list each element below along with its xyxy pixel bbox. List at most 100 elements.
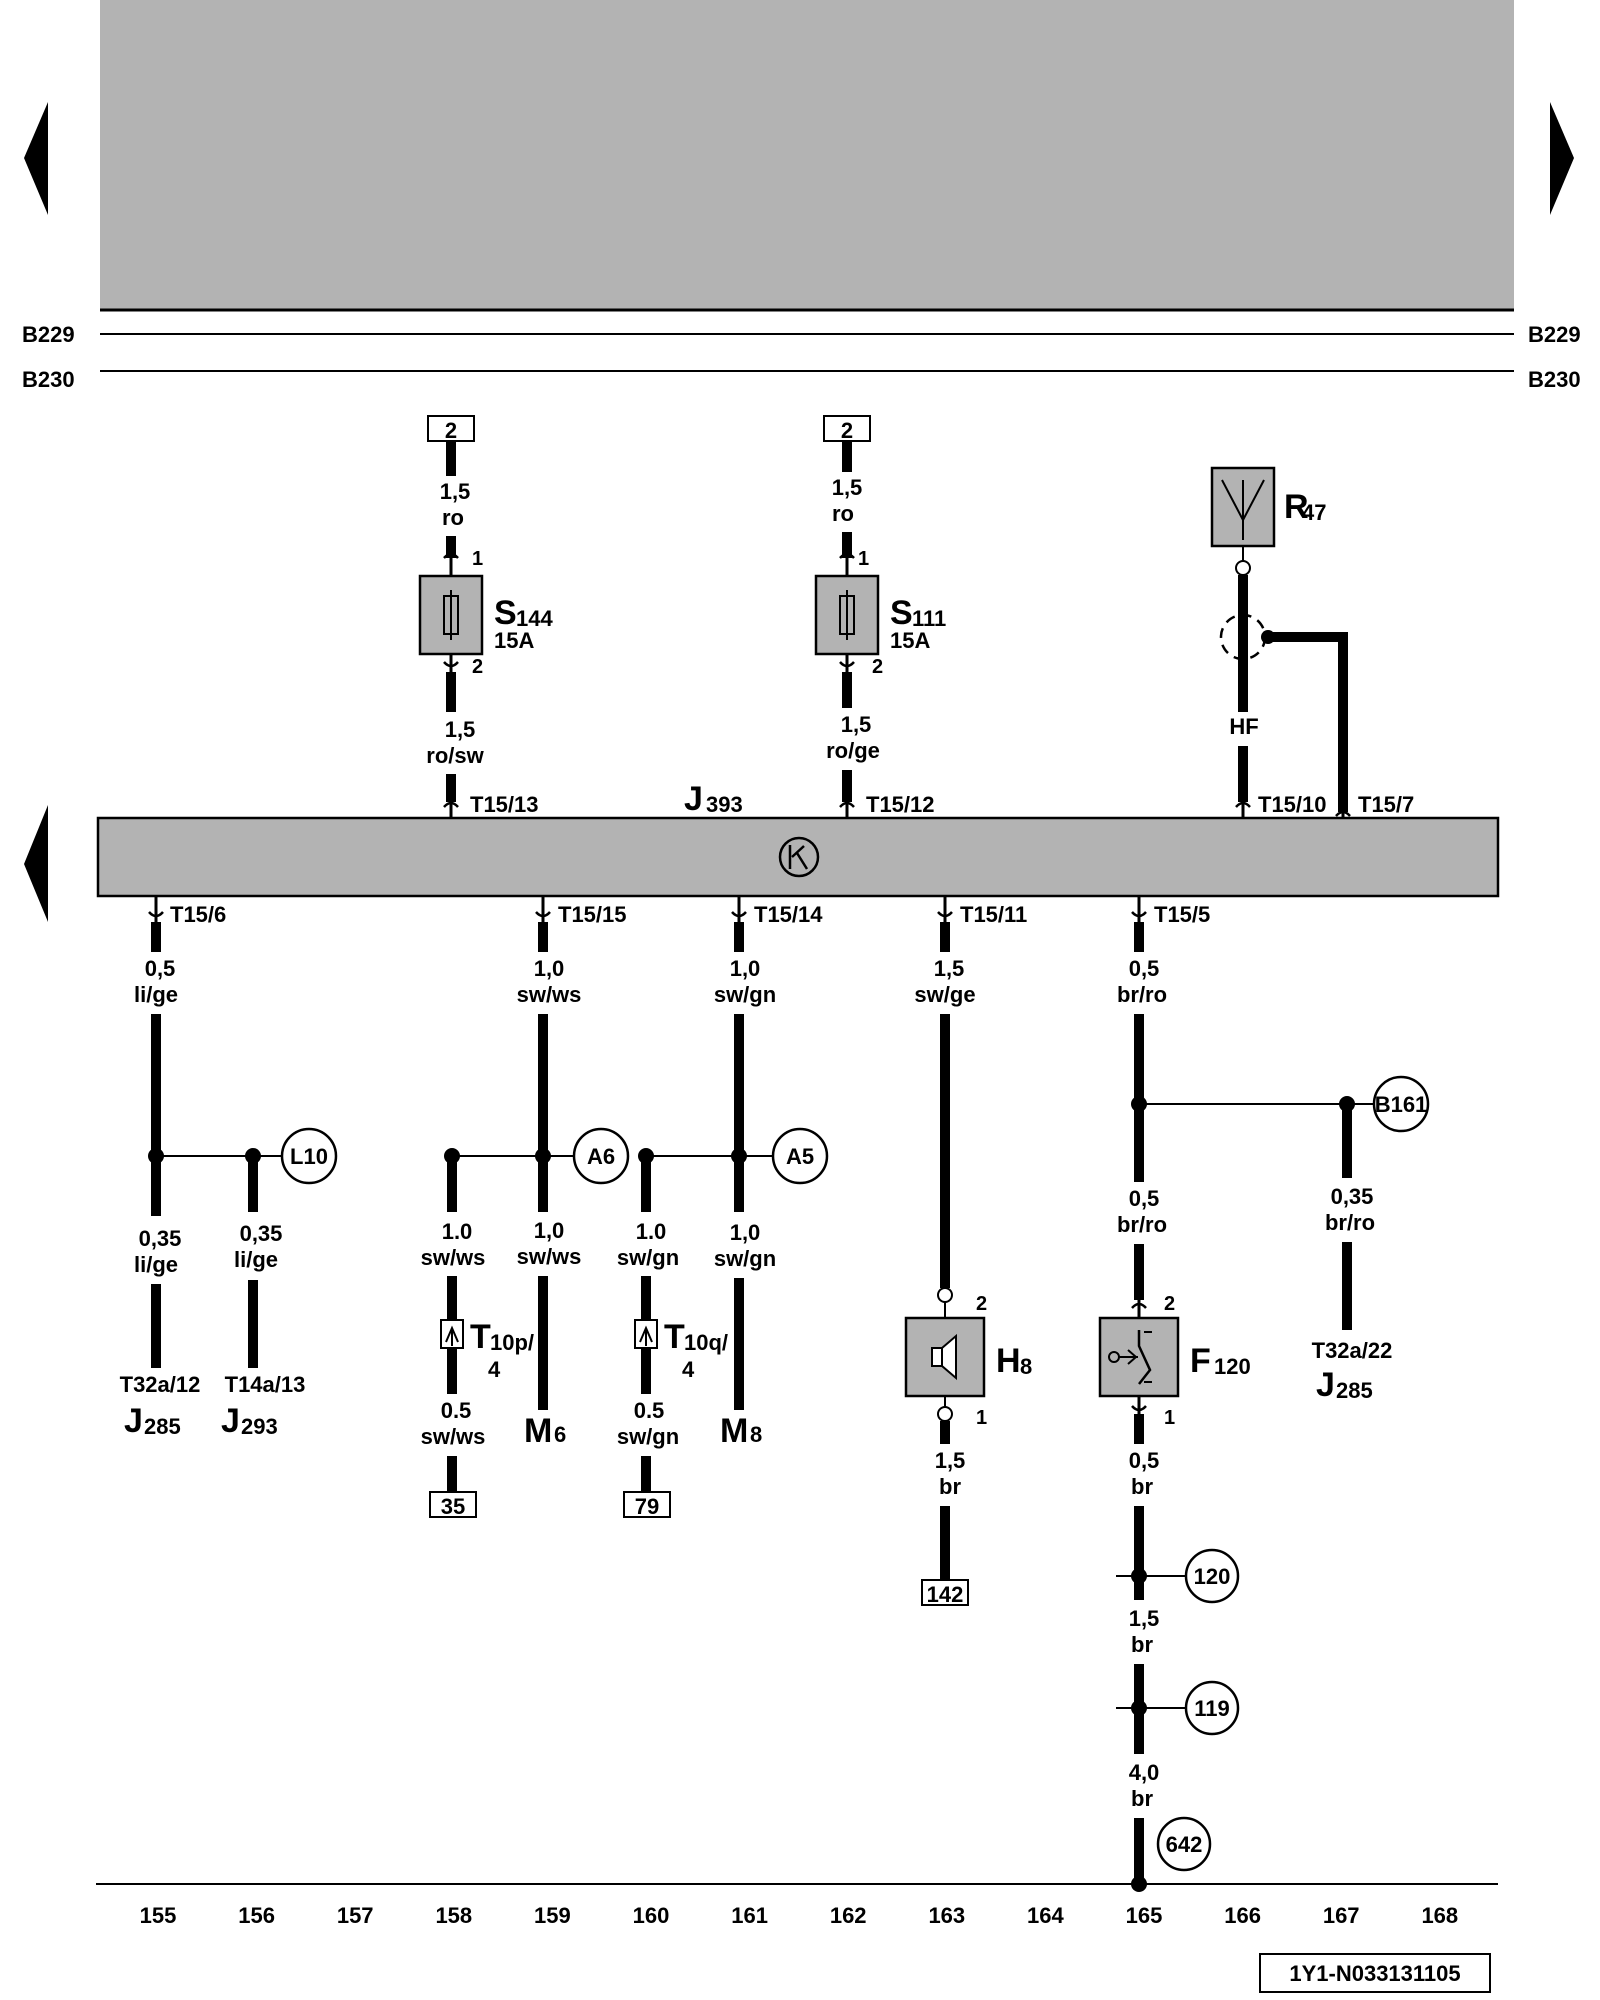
svg-text:1,0: 1,0 xyxy=(730,956,761,981)
pin-t15-13: T15/13 xyxy=(470,792,539,817)
column-number: 168 xyxy=(1421,1903,1458,1928)
ref-box-79: 79 xyxy=(635,1494,659,1519)
target-m6: M xyxy=(524,1412,552,1450)
rail-label-b230-right: B230 xyxy=(1528,367,1581,392)
ref-box-2-s111: 2 xyxy=(841,418,853,443)
svg-text:8: 8 xyxy=(1020,1354,1032,1379)
conn-b161: B161 xyxy=(1375,1092,1428,1117)
svg-text:1,5: 1,5 xyxy=(934,956,965,981)
pin-t15-10: T15/10 xyxy=(1258,792,1327,817)
svg-text:6: 6 xyxy=(554,1422,566,1447)
svg-text:1: 1 xyxy=(472,548,483,570)
pin-t15-6: T15/6 xyxy=(170,902,226,927)
svg-text:285: 285 xyxy=(1336,1378,1373,1403)
column-number: 164 xyxy=(1027,1903,1064,1928)
speaker-icon xyxy=(931,1333,957,1381)
fuse-s111-circuit: 2 1,5 ro 1 2 S 111 15A 1,5 ro/ge T15/12 xyxy=(814,415,946,818)
connector-t10q: T xyxy=(664,1318,685,1356)
nav-right-arrow-top[interactable] xyxy=(1550,102,1574,215)
svg-text:ro/ge: ro/ge xyxy=(826,738,880,763)
svg-text:15A: 15A xyxy=(494,628,534,653)
antenna-r47-circuit: R 47 HF T15/10 T15/7 xyxy=(1210,466,1414,818)
svg-text:1,5: 1,5 xyxy=(1129,1606,1160,1631)
pin-t15-7: T15/7 xyxy=(1358,792,1414,817)
svg-text:0.5: 0.5 xyxy=(441,1398,472,1423)
fuse-s111-name: S xyxy=(890,594,913,632)
svg-text:br: br xyxy=(1131,1786,1153,1811)
svg-text:0,5: 0,5 xyxy=(1129,1448,1160,1473)
svg-text:0,35: 0,35 xyxy=(240,1221,283,1246)
circuit-160-161: 1,0 sw/gn A5 1.0 sw/gn T 10q/ 4 0.5 sw/g… xyxy=(617,922,829,1519)
circuit-155-156: 0,5 li/ge L10 0,35 li/ge 0,35 li/ge T32a… xyxy=(120,922,338,1440)
nav-left-arrow-mid[interactable] xyxy=(24,805,48,922)
svg-text:T32a/22: T32a/22 xyxy=(1312,1338,1393,1363)
svg-text:ro: ro xyxy=(442,505,464,530)
svg-text:2: 2 xyxy=(1164,1293,1175,1315)
svg-text:1,5: 1,5 xyxy=(935,1448,966,1473)
fuse-s144-name: S xyxy=(494,594,517,632)
pin-t15-5: T15/5 xyxy=(1154,902,1210,927)
column-number: 167 xyxy=(1323,1903,1360,1928)
nav-left-arrow-top[interactable] xyxy=(24,102,48,215)
column-number: 157 xyxy=(337,1903,374,1928)
fuse-s144-circuit: 2 1,5 ro 1 2 S 144 15A 1,5 ro/sw T15/13 xyxy=(418,415,553,818)
pin-t15-11: T15/11 xyxy=(960,902,1027,927)
target-j285-right: J xyxy=(1316,1366,1335,1404)
svg-text:1,5: 1,5 xyxy=(832,475,863,500)
svg-text:10p/: 10p/ xyxy=(490,1330,534,1355)
svg-text:393: 393 xyxy=(706,792,743,817)
column-number: 163 xyxy=(928,1903,965,1928)
conn-a6: A6 xyxy=(587,1144,615,1169)
target-j285-left: J xyxy=(124,1402,143,1440)
svg-text:0,35: 0,35 xyxy=(139,1226,182,1251)
svg-text:br/ro: br/ro xyxy=(1117,1212,1167,1237)
column-number: 155 xyxy=(140,1903,177,1928)
svg-text:T14a/13: T14a/13 xyxy=(225,1372,306,1397)
pin-t15-15: T15/15 xyxy=(558,902,627,927)
bottom-pins: T15/6 T15/15 T15/14 T15/11 T15/5 xyxy=(147,896,1210,927)
svg-text:li/ge: li/ge xyxy=(234,1247,278,1272)
ref-box-35: 35 xyxy=(441,1494,465,1519)
svg-text:1,5: 1,5 xyxy=(841,712,872,737)
target-j293: J xyxy=(221,1402,240,1440)
svg-text:15A: 15A xyxy=(890,628,930,653)
svg-text:sw/ws: sw/ws xyxy=(421,1424,486,1449)
ground-642: 642 xyxy=(1166,1832,1203,1857)
svg-text:4: 4 xyxy=(488,1357,501,1382)
svg-text:ro: ro xyxy=(832,501,854,526)
svg-text:285: 285 xyxy=(144,1414,181,1439)
wire-hf-label: HF xyxy=(1229,714,1258,739)
ground-119: 119 xyxy=(1194,1696,1230,1721)
svg-text:sw/gn: sw/gn xyxy=(714,982,776,1007)
svg-text:1.0: 1.0 xyxy=(636,1219,667,1244)
column-number: 166 xyxy=(1224,1903,1261,1928)
control-unit-name: J xyxy=(684,780,703,818)
svg-text:sw/ws: sw/ws xyxy=(517,982,582,1007)
top-gray-area xyxy=(100,0,1514,310)
svg-text:1: 1 xyxy=(858,548,869,570)
circuit-165-167: 0,5 br/ro B161 0,35 br/ro T32a/22 J 285 … xyxy=(1098,922,1430,1892)
circuit-158-159: 1,0 sw/ws A6 1.0 sw/ws T 10p/ 4 0.5 sw/w… xyxy=(421,922,630,1519)
rail-label-b229-right: B229 xyxy=(1528,322,1581,347)
ref-box-2-s144: 2 xyxy=(445,418,457,443)
doc-id: 1Y1-N033131105 xyxy=(1289,1961,1460,1986)
svg-text:120: 120 xyxy=(1214,1354,1251,1379)
svg-text:li/ge: li/ge xyxy=(134,982,178,1007)
svg-text:sw/gn: sw/gn xyxy=(617,1245,679,1270)
column-number: 158 xyxy=(435,1903,472,1928)
svg-text:47: 47 xyxy=(1302,500,1326,525)
svg-text:1,5: 1,5 xyxy=(445,717,476,742)
svg-text:sw/gn: sw/gn xyxy=(617,1424,679,1449)
svg-text:111: 111 xyxy=(912,606,946,631)
rail-label-b229-left: B229 xyxy=(22,322,75,347)
rail-label-b230-left: B230 xyxy=(22,367,75,392)
connector-t10p: T xyxy=(470,1318,491,1356)
antenna-r47-name: R xyxy=(1284,488,1309,526)
svg-text:0,5: 0,5 xyxy=(145,956,176,981)
svg-text:sw/gn: sw/gn xyxy=(714,1246,776,1271)
svg-text:4: 4 xyxy=(682,1357,695,1382)
ground-symbol-icon xyxy=(778,836,820,878)
svg-text:2: 2 xyxy=(872,656,883,678)
